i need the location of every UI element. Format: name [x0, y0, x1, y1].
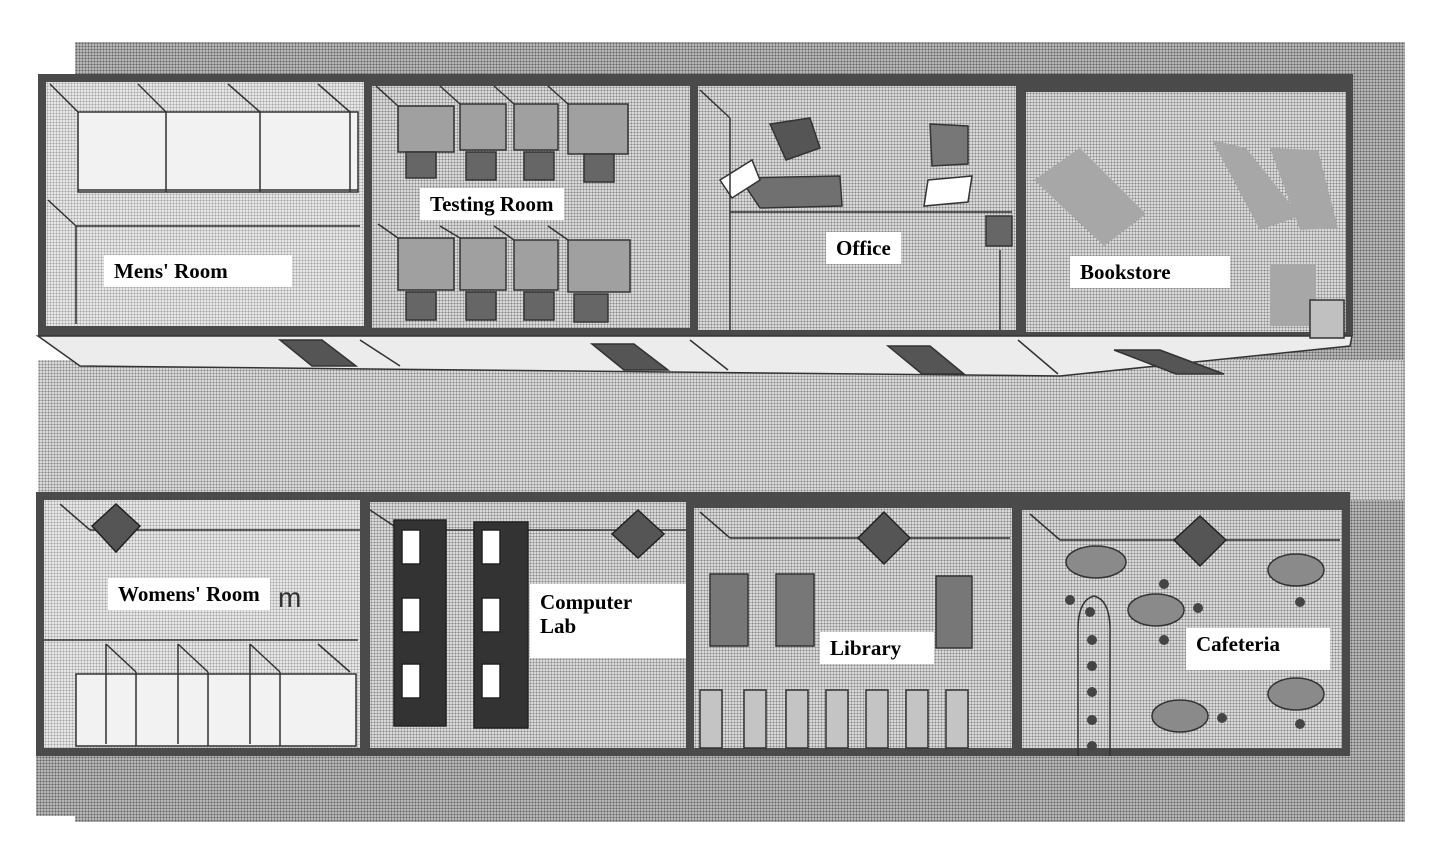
testing-room-label: Testing Room [420, 188, 564, 220]
bottom-ledge [36, 756, 1396, 816]
computer-lab-label: Computer Lab [530, 584, 686, 658]
stray-text: m [278, 582, 302, 613]
computer-lab-label-line2: Lab [540, 614, 577, 638]
womens-room-label: Womens' Room [108, 578, 270, 610]
office-label: Office [826, 232, 901, 264]
hallway [38, 360, 1403, 500]
mens-room-label: Mens' Room [104, 255, 292, 287]
library-label: Library [820, 632, 934, 664]
cafeteria-label: Cafeteria [1186, 628, 1330, 670]
computer-lab-label-line1: Computer [540, 590, 633, 614]
bookstore-label: Bookstore [1070, 256, 1230, 288]
